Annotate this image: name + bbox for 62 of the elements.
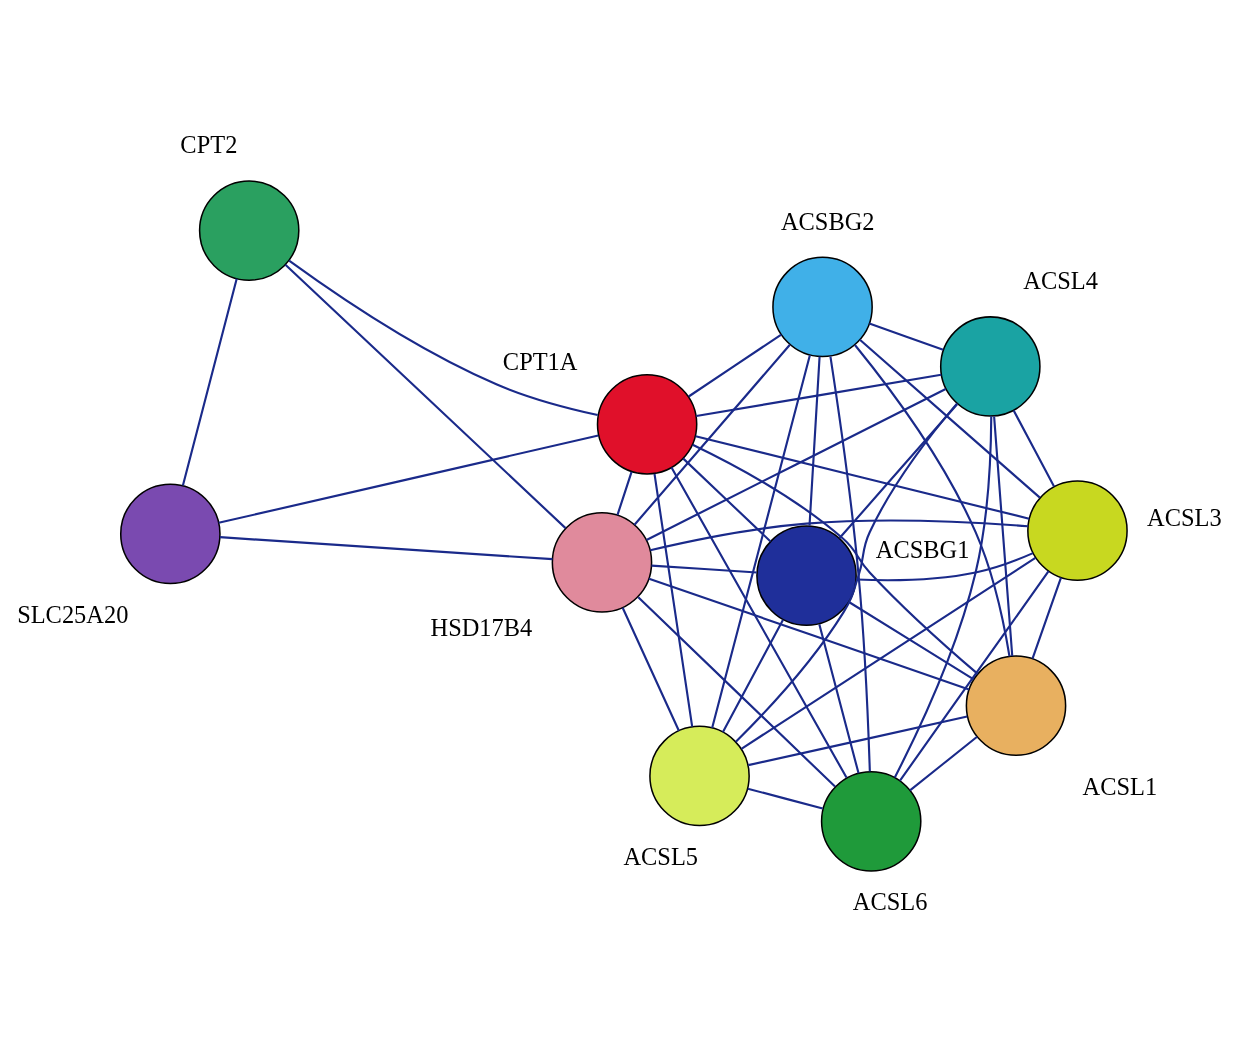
node-label: ACSL5 bbox=[623, 842, 699, 870]
connector bbox=[838, 403, 958, 539]
connector bbox=[993, 415, 1014, 656]
connector bbox=[899, 570, 1050, 781]
node-circle bbox=[198, 179, 300, 281]
connector bbox=[621, 606, 680, 731]
connector bbox=[1031, 576, 1062, 659]
connector bbox=[692, 443, 979, 675]
node-label: ACSBG1 bbox=[875, 535, 970, 563]
node-label: CPT1A bbox=[502, 347, 578, 375]
connector bbox=[893, 415, 993, 778]
connector bbox=[848, 600, 975, 680]
connector bbox=[648, 577, 970, 690]
connector bbox=[735, 402, 958, 742]
node-circle bbox=[119, 483, 221, 584]
connector bbox=[869, 322, 944, 351]
connector bbox=[218, 433, 599, 524]
connector bbox=[650, 519, 1028, 551]
node-circle bbox=[772, 256, 873, 357]
connector bbox=[740, 556, 1036, 750]
node-label: CPT2 bbox=[180, 130, 238, 158]
connector bbox=[722, 618, 784, 733]
connector bbox=[633, 343, 791, 525]
node-circle bbox=[820, 770, 922, 872]
connector bbox=[695, 434, 1030, 520]
connector bbox=[808, 356, 821, 526]
connector bbox=[219, 535, 553, 560]
connector bbox=[909, 735, 978, 791]
connector bbox=[688, 333, 782, 397]
connector bbox=[818, 623, 860, 774]
connector bbox=[1012, 409, 1055, 487]
node-label: ACSL1 bbox=[1082, 772, 1158, 800]
node-label: ACSBG2 bbox=[780, 207, 875, 235]
node-circle bbox=[596, 373, 698, 475]
node-label: ACSL6 bbox=[852, 887, 928, 915]
node-circle bbox=[965, 654, 1067, 756]
connector bbox=[646, 387, 947, 541]
connector bbox=[682, 457, 772, 542]
node-circle bbox=[756, 524, 857, 626]
node-label: SLC25A20 bbox=[17, 600, 129, 628]
node-label: HSD17B4 bbox=[430, 613, 533, 641]
node-circle bbox=[551, 511, 653, 613]
node-circle bbox=[649, 725, 750, 826]
connector bbox=[829, 355, 871, 771]
connector bbox=[651, 564, 757, 574]
connector bbox=[711, 354, 811, 728]
connector bbox=[670, 466, 848, 778]
connector bbox=[616, 471, 633, 515]
connector bbox=[859, 338, 1041, 498]
connector bbox=[653, 473, 694, 727]
connector bbox=[288, 259, 598, 416]
connector bbox=[748, 715, 968, 766]
node-circle bbox=[1027, 479, 1128, 581]
node-circle bbox=[939, 315, 1041, 417]
connector bbox=[854, 343, 1011, 656]
connector bbox=[284, 263, 567, 529]
connector bbox=[747, 787, 823, 810]
connector bbox=[637, 596, 836, 787]
connector bbox=[181, 277, 238, 486]
node-label: ACSL4 bbox=[1023, 266, 1098, 294]
node-label: ACSL3 bbox=[1147, 503, 1222, 531]
connector bbox=[696, 373, 942, 417]
